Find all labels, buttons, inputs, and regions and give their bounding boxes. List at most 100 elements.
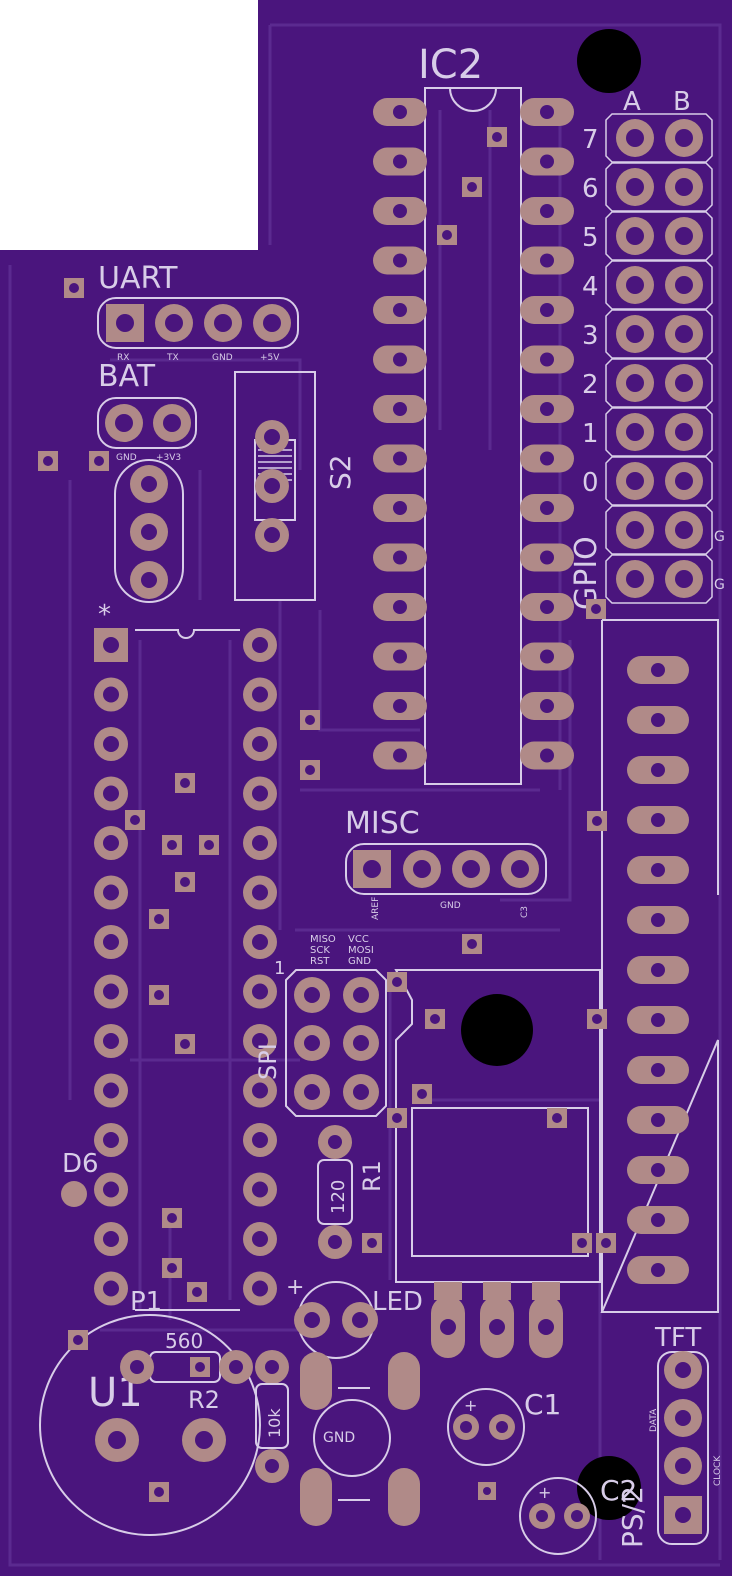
r10k-value: 10k [265, 1408, 284, 1438]
gpio-pad [616, 168, 654, 206]
ic2-pad [520, 147, 574, 176]
spi-label-mosi: MOSI [348, 945, 374, 956]
c2-label: C2 [600, 1474, 637, 1507]
tft-ps2-header: TFT DATA CLOCK PS/2 [616, 1323, 723, 1548]
gpio-row-label: 1 [582, 419, 599, 449]
ic2-pad [373, 642, 427, 671]
ic2-pad [520, 395, 574, 423]
connector-pad [627, 1206, 689, 1234]
ic2-pad [373, 98, 427, 126]
s2-label: S2 [324, 454, 357, 490]
gpio-row-label: 0 [582, 468, 599, 498]
misc-label: MISC [345, 806, 420, 841]
connector-pad [627, 1056, 689, 1084]
connector-pad [627, 1106, 689, 1134]
ic2-pad [373, 147, 427, 176]
mcu-pad [94, 776, 128, 811]
gpio-row-label: 3 [582, 321, 599, 351]
gpio-pad [665, 364, 703, 402]
r2-value: 560 [165, 1329, 203, 1353]
ic2-pad [373, 395, 427, 423]
spi-header: MISO VCC SCK MOSI RST GND 1 SPI [254, 934, 387, 1117]
r1-value: 120 [328, 1180, 349, 1214]
via [300, 710, 320, 730]
via [149, 985, 169, 1005]
led-plus: + [286, 1275, 304, 1300]
r10k-resistor: 10k [255, 1350, 289, 1483]
mcu-pad [243, 875, 277, 910]
mcu-pad [243, 1123, 277, 1157]
via [162, 1208, 182, 1228]
mcu-pad [94, 1024, 128, 1058]
gpio-pad [665, 560, 703, 598]
ic2-footprint: IC2 [373, 42, 574, 785]
mcu-pad [94, 1073, 128, 1108]
connector-pad [627, 656, 689, 684]
ic2-pad [373, 444, 427, 473]
ic2-pad [373, 494, 427, 522]
spi-label: SPI [254, 1043, 282, 1080]
mcu-pad [94, 925, 128, 959]
gpio-row-outline [605, 162, 713, 212]
gpio-label: GPIO [569, 536, 604, 610]
via [587, 811, 607, 831]
ic2-pad [520, 642, 574, 671]
mcu-pad [94, 677, 128, 712]
gpio-pad [665, 217, 703, 255]
via [437, 225, 457, 245]
connector-pad [627, 856, 689, 884]
ic2-pad [520, 197, 574, 225]
pin1-star: * [98, 600, 111, 630]
mcu-pad [243, 628, 277, 662]
uart-pin-gnd: GND [212, 353, 233, 363]
uart-header: UART RX TX GND +5V [64, 261, 299, 363]
bat-pin-3v3: +3V3 [156, 453, 181, 463]
c1-plus: + [464, 1396, 477, 1415]
connector-pad [627, 706, 689, 734]
mcu-pad [243, 1073, 277, 1108]
mcu-pad [94, 875, 128, 910]
mcu-pad [94, 727, 128, 761]
gpio-pad [665, 119, 703, 157]
mcu-pad [94, 1222, 128, 1256]
via [586, 599, 606, 619]
gpio-pad [616, 119, 654, 157]
ic2-pad [373, 741, 427, 770]
led-label: LED [372, 1287, 423, 1317]
r1-resistor: 120 R1 [317, 1125, 386, 1259]
data-label: DATA [649, 1408, 659, 1432]
ic2-pad [520, 692, 574, 720]
uart-pin-5v: +5V [260, 353, 280, 363]
mcu-pad [243, 1024, 277, 1058]
misc-pin-aref: AREF [371, 897, 381, 920]
connector-pad [627, 756, 689, 784]
ic2-pad [373, 296, 427, 324]
via [149, 1482, 169, 1502]
via [149, 909, 169, 929]
ic2-pad [520, 444, 574, 473]
c2-plus: + [538, 1483, 551, 1502]
gpio-row-outline [605, 113, 713, 163]
led-part: + LED [286, 1275, 423, 1359]
mcu-pad [243, 677, 277, 712]
gpio-row-outline [605, 358, 713, 408]
gpio-pad [616, 560, 654, 598]
p1-label: P1 [130, 1287, 162, 1317]
via [387, 972, 407, 992]
d6-label: D6 [62, 1149, 99, 1179]
via [162, 835, 182, 855]
gpio-row-label: 7 [582, 125, 599, 155]
connector-pad [627, 1256, 689, 1284]
mcu-pad [94, 826, 128, 860]
ic2-pad [373, 246, 427, 275]
mcu-pad [94, 1172, 128, 1207]
gpio-row-outline [605, 260, 713, 310]
vias [125, 127, 616, 1502]
gpio-row-outline [605, 407, 713, 457]
via [587, 1009, 607, 1029]
via [572, 1233, 592, 1253]
connector-pad [627, 1006, 689, 1034]
via [187, 1282, 207, 1302]
